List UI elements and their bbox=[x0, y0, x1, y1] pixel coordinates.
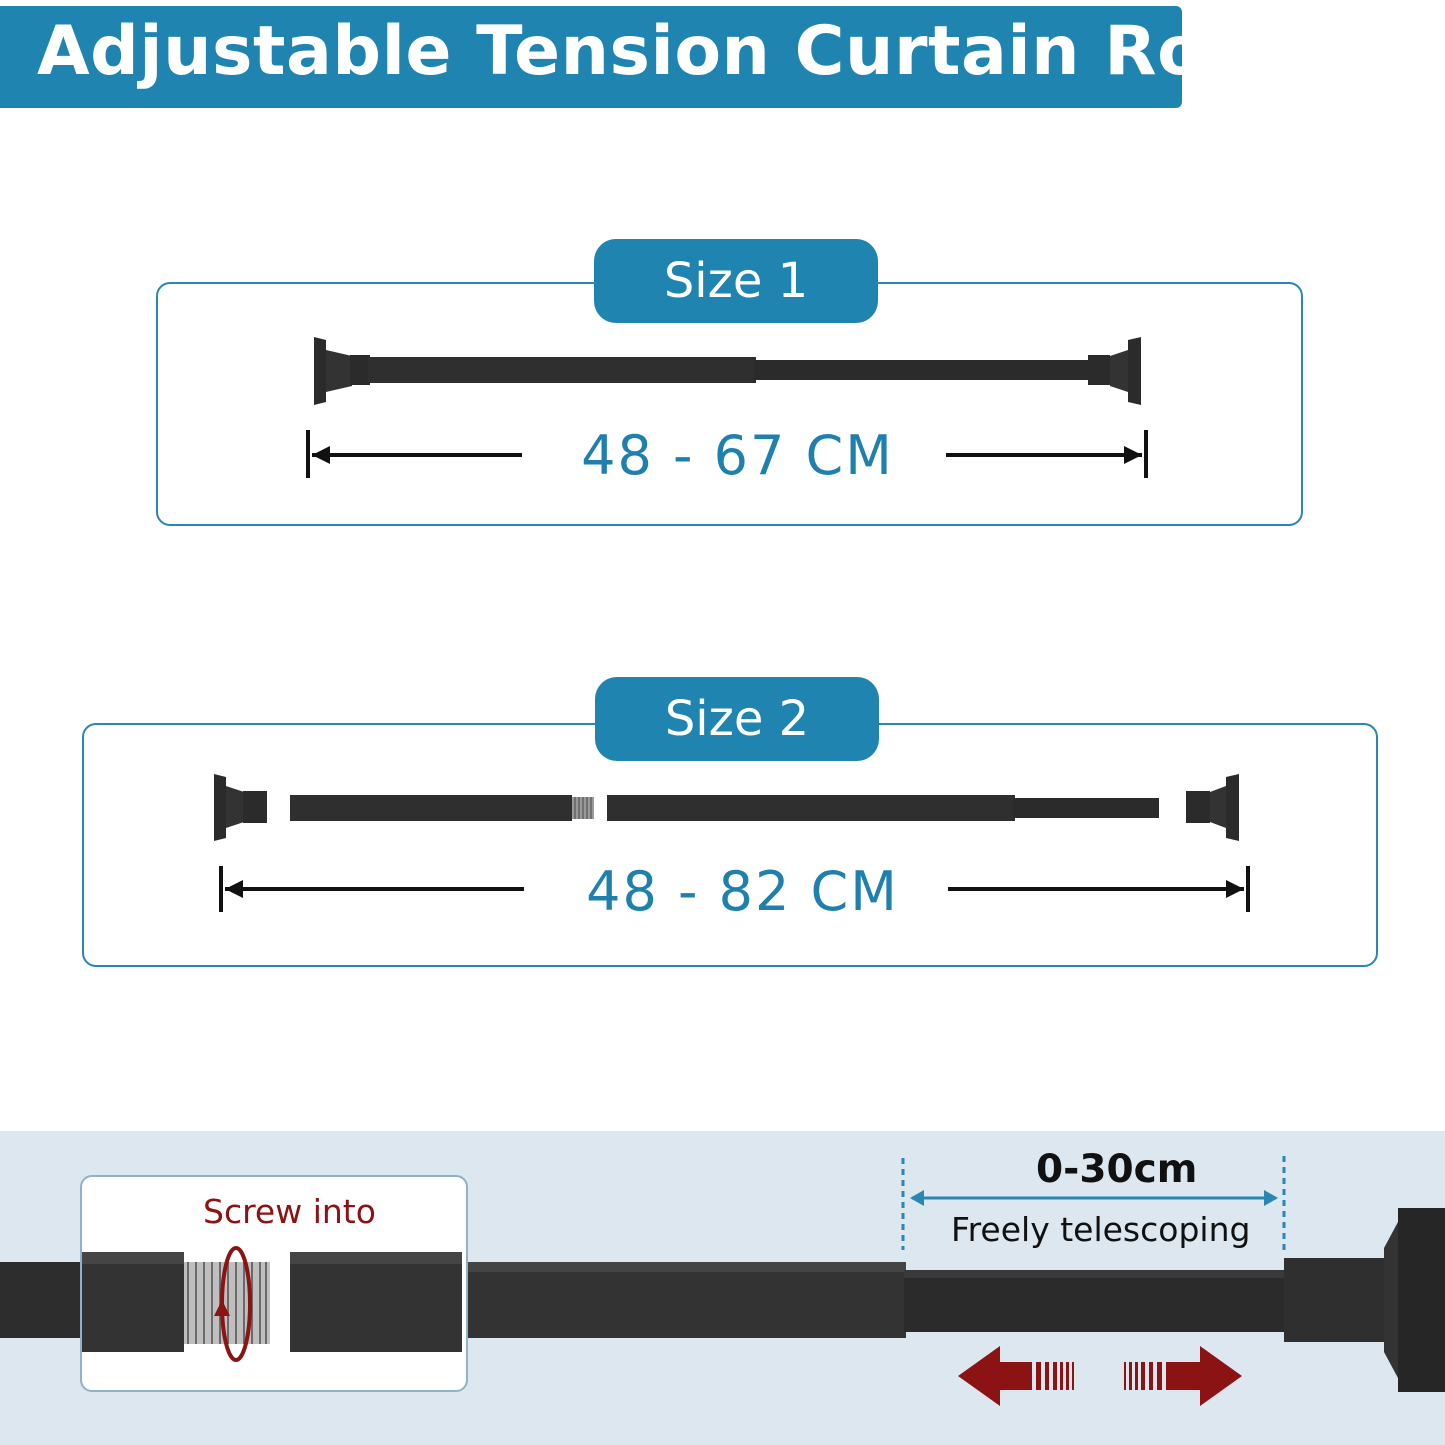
size-1-label: Size 1 bbox=[594, 239, 878, 323]
page-title: Adjustable Tension Curtain Rod bbox=[37, 12, 1254, 91]
telescope-range: 0-30cm bbox=[1036, 1147, 1198, 1192]
telescope-label: Freely telescoping bbox=[951, 1210, 1251, 1249]
size-2-label: Size 2 bbox=[595, 677, 879, 761]
size-1-range: 48 - 67 CM bbox=[581, 424, 894, 487]
size-2-range: 48 - 82 CM bbox=[586, 860, 899, 923]
screw-into-label: Screw into bbox=[203, 1192, 376, 1231]
title-banner bbox=[0, 6, 1182, 108]
size-2-panel bbox=[82, 723, 1378, 967]
